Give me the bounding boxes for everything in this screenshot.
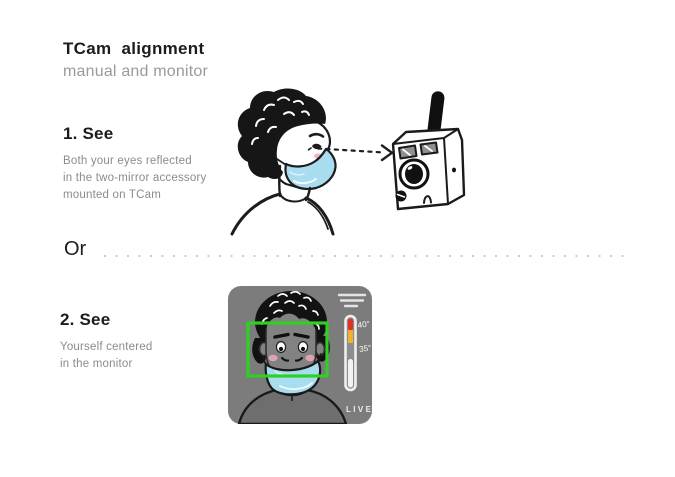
hair-curl-strokes <box>251 96 310 145</box>
mask-highlight <box>293 178 317 185</box>
temp-scale-high: 40° <box>357 319 371 330</box>
left-shoulder-line <box>230 192 282 236</box>
face-mask <box>284 147 337 191</box>
step1-description-line: Both your eyes reflected <box>63 155 192 167</box>
tcam-device-illustration <box>391 91 466 211</box>
person-profile-illustration <box>230 88 337 236</box>
mirror-window-left <box>398 144 418 160</box>
mask-highlight <box>279 382 313 390</box>
right-shoulder-line <box>304 196 335 236</box>
temp-scale-low: 35° <box>359 343 372 354</box>
side-dot <box>452 167 456 173</box>
arrow-head <box>380 144 394 162</box>
step2-label: 2. See <box>60 310 111 329</box>
eyelash <box>307 147 312 151</box>
thermometer-icon <box>344 314 357 392</box>
knob-slit <box>396 193 406 198</box>
step1-description-line: in the two-mirror accessory <box>63 172 207 184</box>
pupil-left <box>278 346 284 352</box>
dashed-sightline-arrow-icon <box>316 144 394 162</box>
dotted-divider-line <box>104 255 632 257</box>
thermometer-yellow-zone <box>348 330 353 343</box>
step1-text-block: 1. See Both your eyes reflected in the t… <box>63 124 206 204</box>
mask-highlight <box>289 171 305 176</box>
camera-body-edges <box>392 128 459 205</box>
step1-description: Both your eyes reflected in the two-mirr… <box>63 153 206 204</box>
page-title: TCam alignment <box>63 39 205 58</box>
arrow-dashed-line <box>316 147 386 154</box>
monitor-illustration: 40° 35° LIVE <box>228 286 372 424</box>
cheek-blush-right <box>305 354 315 362</box>
shoulder-seam-line <box>307 201 329 230</box>
base-slot <box>423 195 432 204</box>
page-subtitle: manual and monitor <box>63 63 209 80</box>
eyebrow <box>308 132 325 138</box>
lens-highlight <box>407 166 413 170</box>
menu-icon <box>337 293 367 308</box>
step1-label: 1. See <box>63 124 114 143</box>
antenna <box>427 91 445 138</box>
step2-description-line: in the monitor <box>60 358 133 370</box>
or-divider-label: Or <box>64 238 87 260</box>
step1-description-line: mounted on TCam <box>63 189 162 201</box>
live-indicator: LIVE <box>346 405 372 414</box>
step2-text-block: 2. See Yourself centered in the monitor <box>60 310 152 373</box>
collar-line <box>279 193 307 203</box>
eyebrows <box>273 332 310 339</box>
lens <box>405 164 423 184</box>
mirror-glints <box>402 145 433 156</box>
face-detection-box <box>246 321 329 378</box>
pupil-right <box>300 346 306 352</box>
ear-right <box>314 341 326 357</box>
step2-description: Yourself centered in the monitor <box>60 339 152 373</box>
cheek-blush-left <box>268 354 278 362</box>
step2-description-line: Yourself centered <box>60 341 153 353</box>
thermometer-fill <box>348 359 353 388</box>
thermometer-red-zone <box>348 318 353 331</box>
mask-strap <box>276 158 287 166</box>
nose-marks <box>280 356 304 362</box>
